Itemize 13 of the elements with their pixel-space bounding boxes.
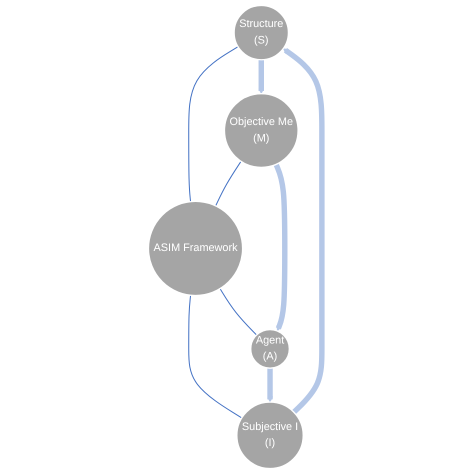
connector <box>219 288 257 336</box>
arrow <box>273 163 288 332</box>
arrow <box>282 48 324 414</box>
node-circle: Agent (A) <box>250 328 290 369</box>
connector <box>188 295 242 418</box>
node-circle: Objective Me (M) <box>224 93 299 168</box>
connector <box>215 161 242 206</box>
node-circle: Subjective I (I) <box>236 401 304 470</box>
arrow <box>266 368 273 402</box>
node-circle: ASIM Framework <box>148 200 244 296</box>
node-circle: Structure (S) <box>233 4 289 60</box>
arrow <box>258 60 264 94</box>
connector <box>188 46 238 202</box>
